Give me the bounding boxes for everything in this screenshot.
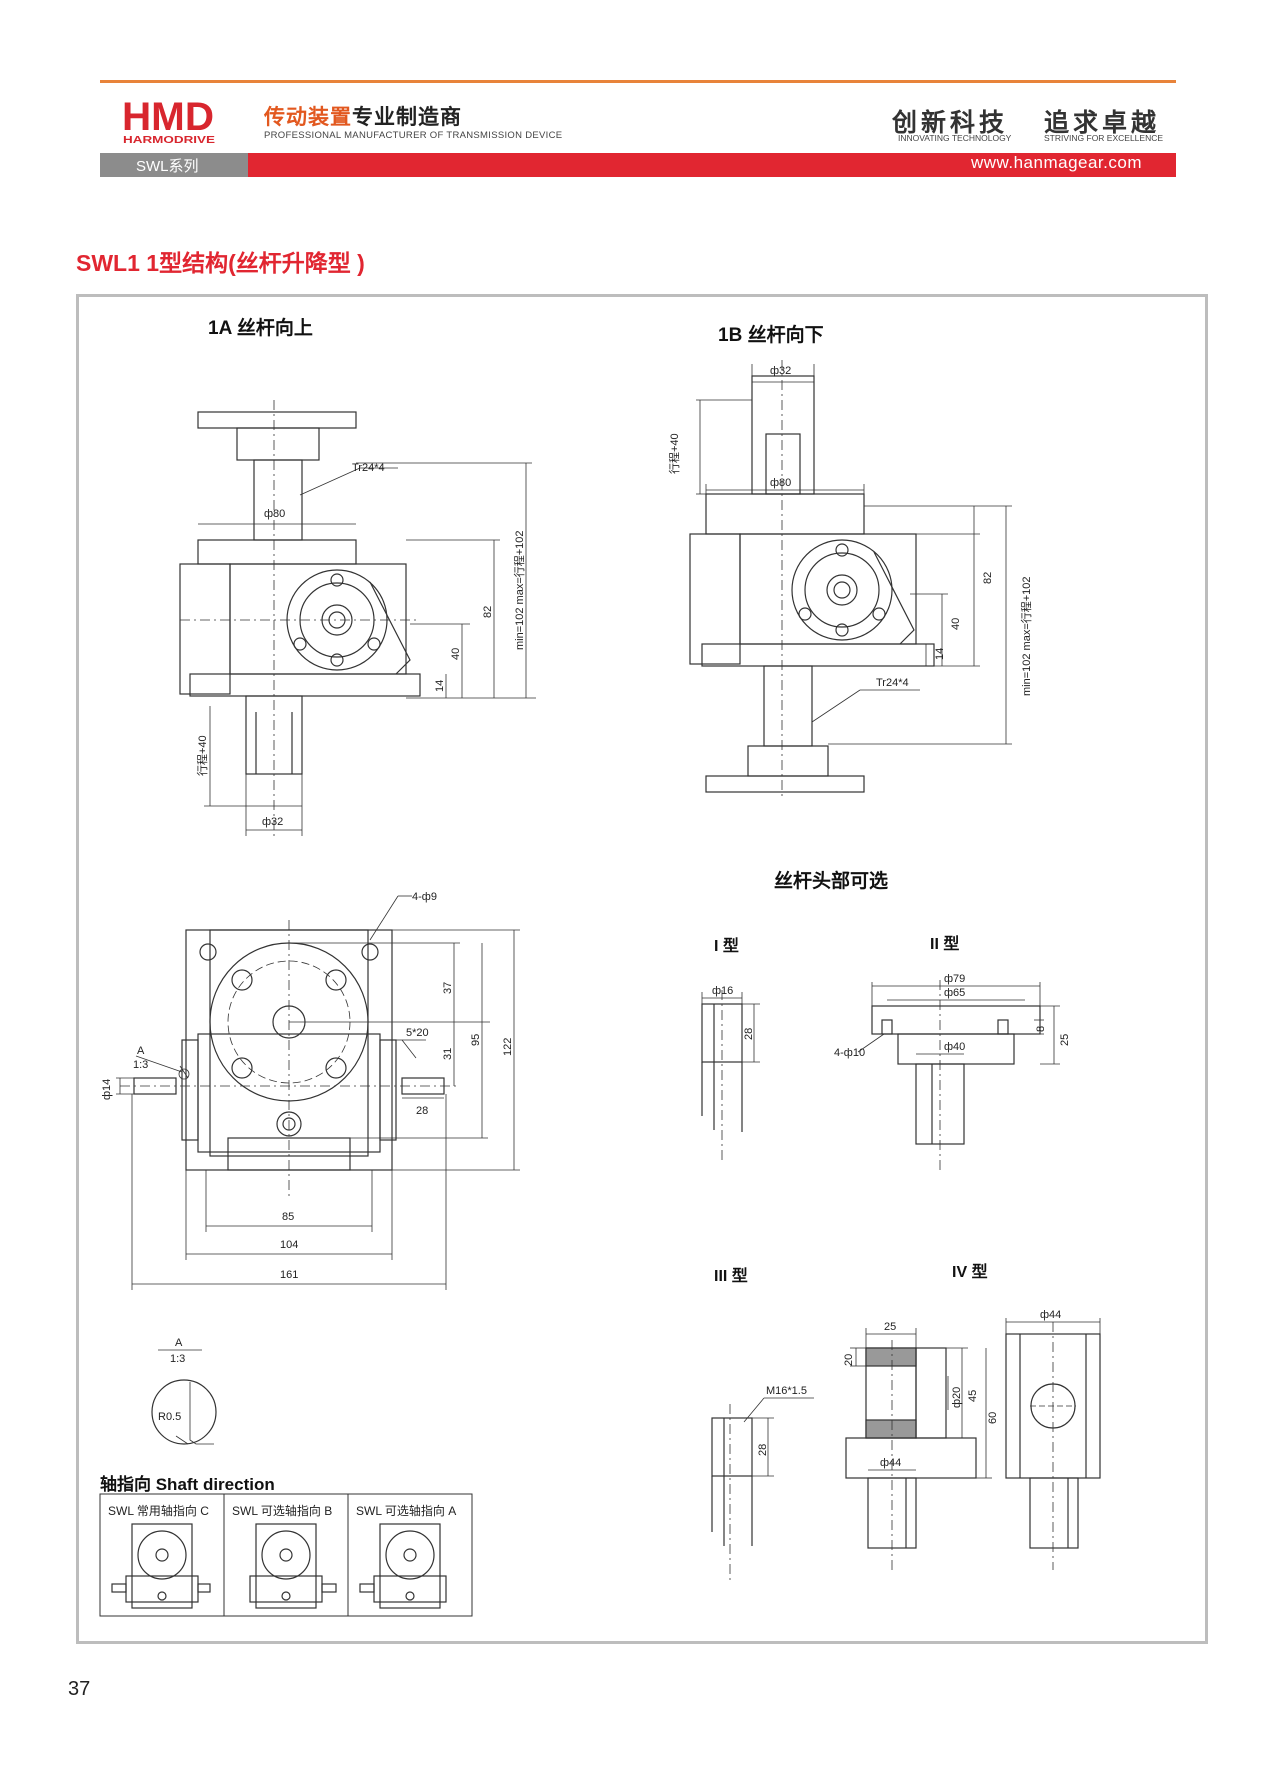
dim-minmax-b: min=102 max=行程+102 — [1020, 576, 1033, 696]
slogan-striving-en: STRIVING FOR EXCELLENCE — [1044, 133, 1164, 143]
dim-phi80-a: ф80 — [264, 508, 285, 520]
view-b-title: 1B 丝杆向下 — [718, 325, 824, 346]
shaft-cell-a: SWL 可选轴指向 A — [356, 1504, 457, 1518]
type-2-label: II 型 — [930, 936, 960, 953]
svg-text:HARMODRIVE: HARMODRIVE — [123, 135, 215, 145]
shaft-direction-table — [99, 1493, 473, 1617]
dim-holes: 4-ф9 — [412, 891, 437, 903]
brand-logo: HMD HARMODRIVE — [122, 95, 220, 146]
dim-25-t2: 25 — [1059, 1034, 1071, 1046]
dim-104: 104 — [280, 1239, 298, 1251]
detail-a-title-scale: 1:3 — [170, 1353, 185, 1365]
series-band — [100, 153, 248, 177]
page-number: 37 — [68, 1678, 91, 1700]
shaft-icon-c — [111, 1523, 211, 1609]
dim-holes10: 4-ф10 — [834, 1047, 865, 1059]
heads-title: 丝杆头部可选 — [774, 871, 889, 892]
dim-phi80-b: ф80 — [770, 477, 791, 489]
head-type-4a: 25 20 ф20 45 60 ф44 — [843, 1321, 999, 1570]
shaft-icon-a — [359, 1523, 447, 1609]
tagline-cn: 传动装置专业制造商 — [264, 106, 462, 129]
dim-minmax-a: min=102 max=行程+102 — [513, 530, 526, 650]
dim-14-a: 14 — [434, 680, 446, 692]
dim-r05: R0.5 — [158, 1411, 181, 1423]
detail-a-scale: 1:3 — [133, 1059, 148, 1071]
tagline-en: PROFESSIONAL MANUFACTURER OF TRANSMISSIO… — [264, 130, 563, 141]
dim-82-a: 82 — [482, 606, 494, 618]
dim-tr-a: Tr24*4 — [352, 462, 385, 474]
head-type-1: ф16 28 — [701, 985, 760, 1160]
dim-phi65: ф65 — [944, 987, 965, 999]
dim-phi44-a: ф44 — [880, 1457, 901, 1469]
dim-37: 37 — [442, 982, 454, 994]
header-band — [248, 153, 1176, 177]
dim-60: 60 — [987, 1412, 999, 1424]
dim-25-t4: 25 — [884, 1321, 896, 1333]
slogan-innovating: 创新科技 — [892, 108, 1009, 137]
dim-phi79: ф79 — [944, 973, 965, 985]
shaft-direction-title: 轴指向 Shaft direction — [100, 1475, 275, 1494]
dim-tr-b: Tr24*4 — [876, 677, 909, 689]
shaft-cell-c: SWL 常用轴指向 C — [108, 1504, 209, 1518]
detail-a: A 1:3 R0.5 — [151, 1337, 217, 1445]
dim-stroke-b: 行程+40 — [668, 433, 681, 474]
dim-phi32-a: ф32 — [262, 816, 283, 828]
dim-40-a: 40 — [450, 648, 462, 660]
dim-phi32-b: ф32 — [770, 365, 791, 377]
website-link[interactable]: www.hanmagear.com — [970, 153, 1142, 172]
slogan-innovating-en: INNOVATING TECHNOLOGY — [898, 133, 1012, 143]
series-label: SWL系列 — [136, 158, 199, 175]
dim-28-t3: 28 — [757, 1444, 769, 1456]
type-3-label: III 型 — [714, 1268, 748, 1285]
dim-161: 161 — [280, 1269, 298, 1281]
dim-phi14: ф14 — [101, 1079, 113, 1100]
dim-31: 31 — [442, 1048, 454, 1060]
dim-phi44-b: ф44 — [1040, 1309, 1061, 1321]
slogan-striving: 追求卓越 — [1044, 108, 1161, 137]
view-1a: Tr24*4 ф80 ф32 min=102 max=行程+102 82 40 … — [179, 400, 536, 840]
view-a-title: 1A 丝杆向上 — [208, 318, 313, 339]
dim-phi16: ф16 — [712, 985, 733, 997]
section-title: SWL1 1型结构(丝杆升降型 ) — [76, 250, 365, 276]
dim-28: 28 — [416, 1105, 428, 1117]
detail-a-title: A — [175, 1337, 183, 1349]
dim-m16: M16*1.5 — [766, 1385, 807, 1397]
dim-82-b: 82 — [982, 572, 994, 584]
header-rule — [100, 80, 1176, 83]
dim-phi40: ф40 — [944, 1041, 965, 1053]
dim-40-b: 40 — [950, 618, 962, 630]
head-type-3: M16*1.5 28 — [711, 1385, 814, 1580]
svg-text:HMD: HMD — [122, 97, 214, 139]
dim-14-b: 14 — [934, 648, 946, 660]
type-4-label: IV 型 — [952, 1264, 988, 1281]
view-1b: ф32 ф80 Tr24*4 行程+40 min=102 max=行程+102 … — [668, 360, 1033, 800]
dim-45: 45 — [967, 1390, 979, 1402]
drawing-frame — [76, 294, 1208, 1644]
dim-stroke-a: 行程+40 — [196, 735, 209, 776]
dim-122: 122 — [502, 1038, 514, 1056]
dim-key: 5*20 — [406, 1027, 429, 1039]
dim-8: 8 — [1035, 1026, 1047, 1032]
type-1-label: I 型 — [714, 938, 739, 955]
shaft-cell-b: SWL 可选轴指向 B — [232, 1504, 333, 1518]
detail-a-mark: A — [137, 1045, 145, 1057]
head-type-2: ф79 ф65 ф40 4-ф10 8 25 — [834, 973, 1071, 1170]
head-type-4b: ф44 — [1005, 1309, 1101, 1570]
plan-view: 4-ф9 37 95 122 31 5*20 28 85 104 161 ф14… — [101, 891, 520, 1290]
dim-20: 20 — [843, 1354, 855, 1366]
dim-phi20: ф20 — [951, 1387, 963, 1408]
dim-85: 85 — [282, 1211, 294, 1223]
dim-28-t1: 28 — [743, 1028, 755, 1040]
shaft-icon-b — [249, 1523, 337, 1609]
dim-95: 95 — [470, 1034, 482, 1046]
